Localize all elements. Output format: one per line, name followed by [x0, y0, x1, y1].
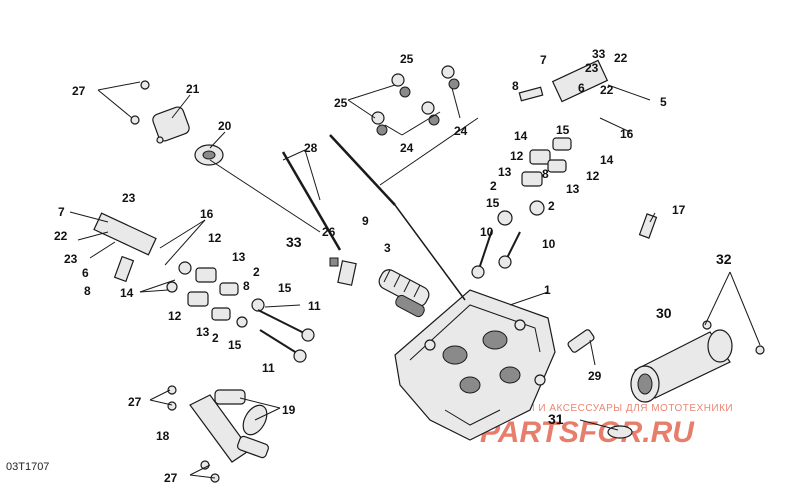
- callout-7: 7: [540, 53, 547, 67]
- watermark-subtitle: ЗАПЧАСТИ И АКСЕССУАРЫ ДЛЯ МОТОТЕХНИКИ: [478, 403, 733, 414]
- cap-assembly-top-left: [130, 80, 321, 233]
- callout-24: 24: [454, 124, 468, 138]
- callout-9: 9: [362, 214, 369, 228]
- callout-23: 23: [64, 252, 78, 266]
- callout-15: 15: [228, 338, 242, 352]
- callout-28: 28: [304, 141, 318, 155]
- callout-22: 22: [54, 229, 68, 243]
- camshaft-assembly: [378, 269, 430, 318]
- callout-22: 22: [600, 83, 614, 97]
- cylinder-head: [394, 289, 556, 441]
- callout-14: 14: [600, 153, 614, 167]
- callout-15: 15: [486, 196, 500, 210]
- callout-17: 17: [672, 203, 686, 217]
- callout-25: 25: [400, 52, 414, 66]
- callout-21: 21: [186, 82, 200, 96]
- callout-33: 33: [592, 47, 606, 61]
- callout-11: 11: [262, 361, 275, 375]
- callout-16: 16: [200, 207, 214, 221]
- diagram-code: 03T1707: [6, 461, 49, 473]
- sensor-part: [567, 329, 596, 366]
- bracket-part: [337, 260, 357, 286]
- callout-19: 19: [282, 403, 296, 417]
- bolt-part: [329, 257, 339, 267]
- callout-32: 32: [716, 251, 732, 267]
- callout-13: 13: [196, 325, 210, 339]
- callout-12: 12: [208, 231, 222, 245]
- callout-2: 2: [253, 265, 260, 279]
- callout-26: 26: [322, 225, 336, 239]
- callout-27: 27: [72, 84, 86, 98]
- callout-33: 33: [286, 234, 302, 250]
- callout-3: 3: [384, 241, 391, 255]
- watermark-brand: PARTSFOR.RU: [480, 416, 695, 449]
- pipe-assembly-bottom-left: [167, 385, 269, 483]
- callout-22: 22: [614, 51, 628, 65]
- callout-5: 5: [660, 95, 667, 109]
- callout-1: 1: [544, 283, 551, 297]
- callout-8: 8: [84, 284, 91, 298]
- callout-27: 27: [164, 471, 178, 485]
- callout-13: 13: [232, 250, 246, 264]
- callout-23: 23: [122, 191, 136, 205]
- callout-14: 14: [514, 129, 528, 143]
- valve-assembly-right: [471, 59, 658, 279]
- callout-23: 23: [585, 61, 599, 75]
- callout-25: 25: [334, 96, 348, 110]
- callout-15: 15: [278, 281, 292, 295]
- callout-11: 11: [308, 299, 321, 313]
- callout-8: 8: [542, 167, 549, 181]
- leader-lines: [69, 81, 761, 479]
- nut-group-top: [371, 65, 460, 136]
- callout-labels: 27 21 20 33 23 7 22 23 6 8 16 12 13 2 8 …: [54, 47, 732, 485]
- callout-18: 18: [156, 429, 170, 443]
- callout-24: 24: [400, 141, 414, 155]
- callout-12: 12: [510, 149, 524, 163]
- callout-16: 16: [620, 127, 634, 141]
- callout-2: 2: [548, 199, 555, 213]
- callout-29: 29: [588, 369, 602, 383]
- callout-31: 31: [548, 411, 564, 427]
- callout-10: 10: [480, 225, 494, 239]
- callout-12: 12: [168, 309, 182, 323]
- callout-6: 6: [82, 266, 89, 280]
- valve-assembly-left: [93, 212, 315, 363]
- callout-15: 15: [556, 123, 570, 137]
- callout-7: 7: [58, 205, 65, 219]
- callout-2: 2: [490, 179, 497, 193]
- callout-10: 10: [542, 237, 556, 251]
- callout-8: 8: [512, 79, 519, 93]
- callout-20: 20: [218, 119, 232, 133]
- callout-14: 14: [120, 286, 134, 300]
- push-rods: [281, 134, 466, 301]
- callout-2: 2: [212, 331, 219, 345]
- callout-6: 6: [578, 81, 585, 95]
- callout-13: 13: [566, 182, 580, 196]
- callout-8: 8: [243, 279, 250, 293]
- callout-13: 13: [498, 165, 512, 179]
- callout-27: 27: [128, 395, 142, 409]
- callout-30: 30: [656, 305, 672, 321]
- callout-12: 12: [586, 169, 600, 183]
